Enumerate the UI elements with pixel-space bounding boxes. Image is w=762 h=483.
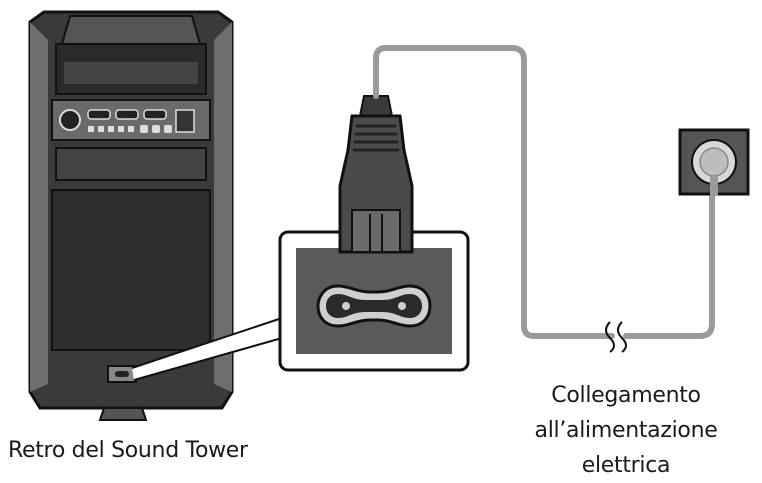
tower-port-4 bbox=[175, 109, 195, 133]
tower-power-inlet-slot bbox=[115, 371, 129, 377]
tower-mid-strip bbox=[55, 147, 207, 181]
power-caption-line-1: Collegamento bbox=[551, 383, 701, 408]
socket-pin-right bbox=[398, 302, 406, 310]
outlet-plug-face bbox=[699, 147, 729, 177]
power-cable bbox=[373, 45, 715, 339]
power-connection-caption: Collegamento all’alimentazione elettrica bbox=[500, 378, 752, 483]
tower-port-1 bbox=[87, 109, 111, 120]
socket-pin-left bbox=[342, 302, 350, 310]
tower-port-3 bbox=[143, 109, 167, 120]
callout-lines bbox=[131, 317, 283, 381]
cable-break-icon bbox=[605, 321, 627, 353]
plug-ribs bbox=[353, 124, 399, 152]
figure8-socket-recess bbox=[326, 294, 422, 318]
power-caption-line-3: elettrica bbox=[581, 453, 671, 478]
tower-led-row bbox=[88, 125, 172, 133]
tower-top-slot bbox=[64, 62, 198, 84]
power-plug bbox=[338, 95, 414, 254]
tower-top-handle bbox=[60, 15, 202, 45]
inlet-zoom-box bbox=[278, 230, 470, 372]
sound-tower-rear bbox=[28, 10, 234, 421]
tower-right-bevel bbox=[214, 22, 232, 392]
wall-outlet bbox=[678, 128, 750, 196]
tower-left-bevel bbox=[30, 22, 48, 392]
plug-tip bbox=[351, 209, 401, 253]
outlet-plug-neck bbox=[710, 176, 718, 196]
tower-foot bbox=[98, 407, 148, 421]
device-back-caption: Retro del Sound Tower bbox=[8, 438, 248, 463]
tower-lower-panel bbox=[51, 189, 211, 351]
power-caption-line-2: all’alimentazione bbox=[534, 418, 718, 443]
tower-knob-icon bbox=[59, 109, 81, 131]
tower-port-2 bbox=[115, 109, 139, 120]
